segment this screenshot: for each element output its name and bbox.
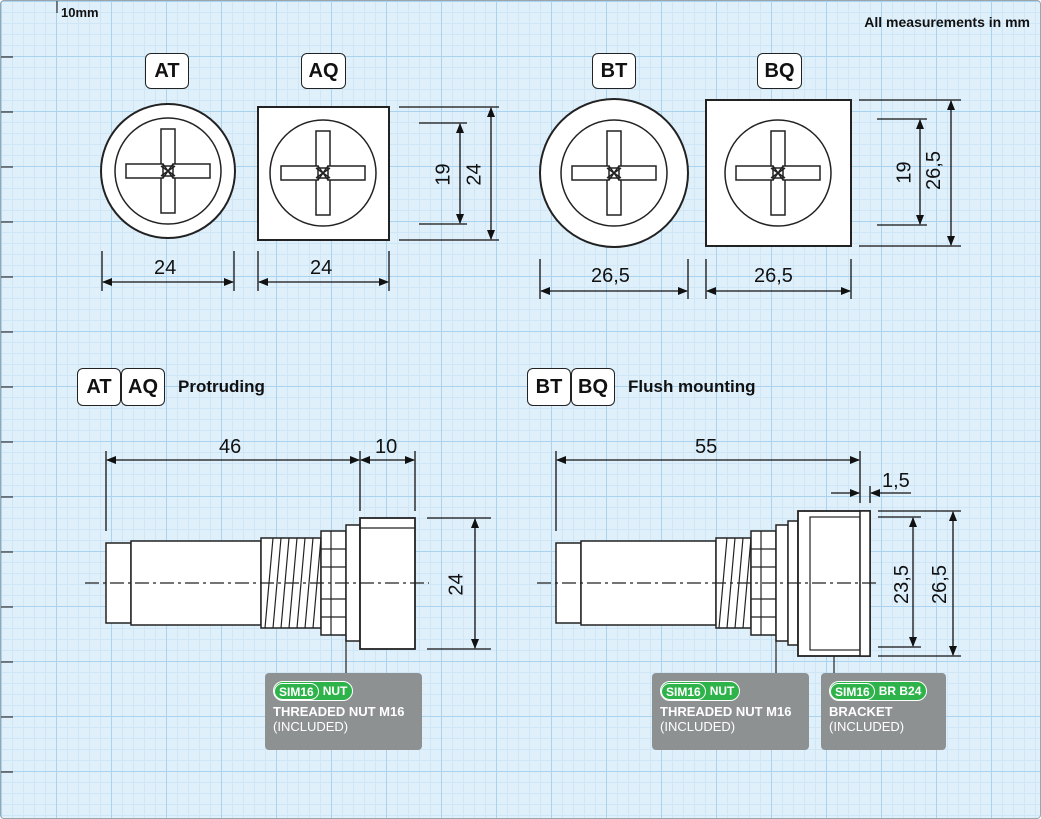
accessory-code: BR B24 [878,684,922,698]
bq-height-dim: 26,5 [922,151,945,190]
tag-subtitle: (INCLUDED) [829,719,905,734]
top-dimension-lines [101,99,961,299]
aq-badge: AQ [301,53,346,89]
flush-length-dim: 55 [695,436,718,458]
accessory-code: NUT [709,684,735,698]
bt-front-view [539,98,689,248]
flush-dimension-lines [555,451,961,657]
bt-width-dim: 26,5 [591,265,630,287]
flush-side-view [537,510,876,673]
scale-label: 10mm [61,5,99,20]
flush-inner-height-dim: 23,5 [890,565,913,604]
bq-front-view [705,99,852,247]
protruding-head-dim: 10 [375,436,398,458]
tag-subtitle: (INCLUDED) [660,719,736,734]
aq-width-dim: 24 [310,257,333,279]
ruler-ticks [1,1,58,773]
protruding-title: Protruding [178,377,265,396]
at-front-view [100,103,236,239]
protruding-length-dim: 46 [219,436,242,458]
flush-badge-bq: BQ [571,368,615,406]
bq-badge: BQ [757,53,802,89]
flush-badge-bt: BT [527,368,571,406]
at-width-dim: 24 [154,257,177,279]
tag-title: THREADED NUT M16 [273,704,405,719]
aq-height-dim: 24 [463,163,486,186]
tag-subtitle: (INCLUDED) [273,719,349,734]
flush-offset-dim: 1,5 [882,470,910,492]
aq-inner-dim: 19 [432,163,455,186]
flush-outer-height-dim: 26,5 [928,565,951,604]
tag-title: BRACKET [829,704,893,719]
sim-code: SIM16 [830,682,875,700]
tag-title: THREADED NUT M16 [660,704,792,719]
bq-width-dim: 26,5 [754,265,793,287]
bq-inner-dim: 19 [893,161,916,184]
at-badge: AT [145,53,189,89]
bt-badge: BT [592,53,636,89]
sim-code: SIM16 [661,682,706,700]
sim-code: SIM16 [274,682,319,700]
aq-front-view [257,106,390,241]
protruding-side-view [85,517,429,673]
protruding-height-dim: 24 [445,573,468,596]
flush-title: Flush mounting [628,377,756,396]
accessory-code: NUT [322,684,348,698]
units-note: All measurements in mm [864,14,1030,30]
protruding-dimension-lines [105,451,491,650]
protruding-badge-aq: AQ [121,368,165,406]
protruding-badge-at: AT [77,368,121,406]
